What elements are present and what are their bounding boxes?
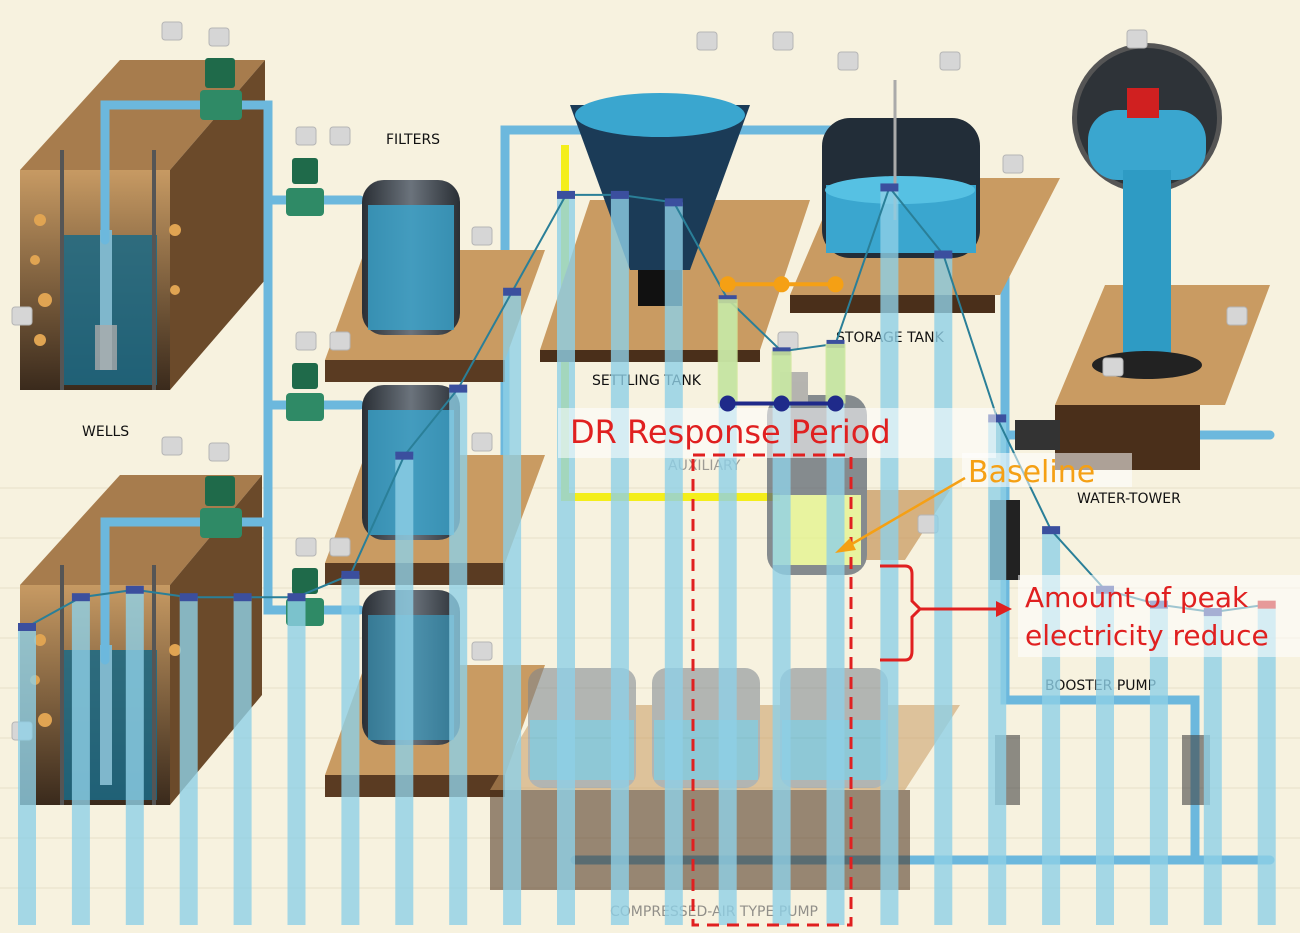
chart-bar [934, 254, 953, 925]
chart-point [610, 190, 629, 199]
chart-point [503, 287, 522, 296]
reduced-segment [825, 343, 846, 404]
chart-bar [287, 597, 306, 925]
chart-bar [826, 343, 845, 925]
baseline-label: Baseline [968, 455, 1095, 490]
chart-bar [233, 597, 252, 925]
label-filters: FILTERS [386, 132, 440, 148]
chart-bar [1096, 589, 1114, 925]
chart-bar [179, 597, 198, 925]
chart-bar [449, 388, 468, 926]
storage-tank [790, 80, 1060, 313]
well-upper [20, 60, 265, 390]
chart-point [934, 250, 953, 259]
chart-point [557, 190, 575, 199]
chart-point [18, 623, 36, 631]
chart-point [449, 384, 468, 393]
dr-overlay-layer [717, 276, 846, 412]
chart-point [1042, 526, 1061, 535]
chart-bar [341, 574, 360, 925]
dr-response-title: DR Response Period [570, 413, 891, 451]
chart-point [664, 198, 683, 207]
water-tower [1055, 43, 1270, 470]
label-compressed-air-pump: COMPRESSED-AIR TYPE PUMP [610, 904, 818, 920]
chart-bar [503, 291, 522, 925]
peak-label-line2: electricity reduce [1025, 619, 1269, 652]
chart-bar [1203, 612, 1222, 925]
chart-point [880, 183, 899, 192]
dr-window-box [691, 453, 853, 927]
chart-bar [772, 351, 791, 926]
filters [325, 180, 545, 797]
reduced-point [719, 395, 736, 412]
chart-bar [125, 589, 144, 925]
chart-bar [1257, 604, 1276, 925]
baseline-point [773, 276, 790, 293]
reduced-point [773, 395, 790, 412]
baseline-point [719, 276, 736, 293]
reduced-segment [771, 351, 792, 404]
chart-bar [610, 194, 629, 925]
reduced-segment [717, 299, 738, 404]
chart-point [179, 593, 198, 602]
chart-bar [557, 194, 575, 925]
peak-label-line1: Amount of peak [1025, 581, 1249, 614]
chart-bar [395, 455, 414, 925]
baseline-arrow [844, 476, 966, 550]
chart-bar [664, 202, 683, 926]
chart-point [341, 570, 360, 579]
dr-response-annotation: DR Response Period [558, 408, 996, 927]
label-wells: WELLS [82, 424, 129, 440]
chart-point [287, 593, 306, 602]
label-settling-tank: SETTLING TANK [592, 373, 702, 389]
label-water-tower: WATER-TOWER [1077, 491, 1181, 507]
chart-point [71, 593, 90, 602]
peak-reduction-annotation: Amount of peak electricity reduce [880, 564, 1300, 662]
chart-point [233, 593, 252, 602]
chart-bar [880, 187, 899, 925]
chart-point [395, 451, 414, 460]
chart-bar [988, 418, 1007, 925]
chart-point [125, 585, 144, 594]
baseline-point [827, 276, 844, 293]
chart-bar [71, 597, 90, 925]
baseline-annotation: Baseline [835, 453, 1132, 553]
chart-bar [1149, 604, 1168, 925]
chart-bars [18, 187, 1276, 926]
chart-point [988, 414, 1007, 423]
chart-bar [18, 627, 36, 925]
reduced-point [827, 395, 844, 412]
